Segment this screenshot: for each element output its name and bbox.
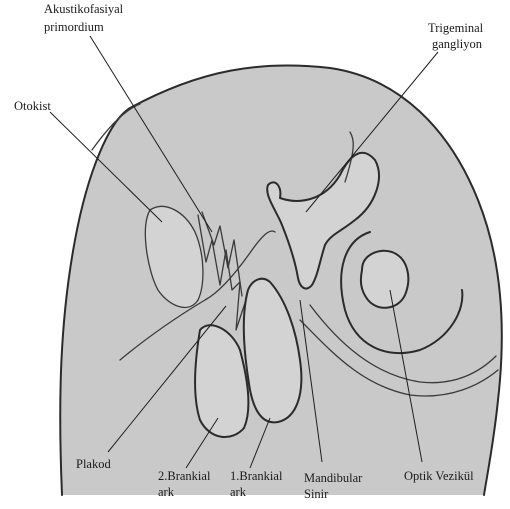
label-trigeminal-line2: gangliyon [432,37,483,51]
label-mandibular-line1: Mandibular [304,471,363,485]
label-akustikofasiyal-line1: Akustikofasiyal [44,2,124,16]
label-plakod: Plakod [76,457,111,471]
label-otokist: Otokist [14,99,51,113]
label-brankial2-line1: 2.Brankial [158,469,211,483]
label-akustikofasiyal-line2: primordium [44,20,104,34]
label-mandibular-line2: Sinir [304,487,329,501]
label-trigeminal-line1: Trigeminal [428,21,484,35]
label-brankial1-line1: 1.Brankial [230,469,283,483]
label-brankial2-line2: ark [158,485,175,499]
embryo-head-outline [60,65,502,495]
label-brankial1-line2: ark [230,485,247,499]
label-optik-vezikul: Optik Vezikül [404,469,474,483]
